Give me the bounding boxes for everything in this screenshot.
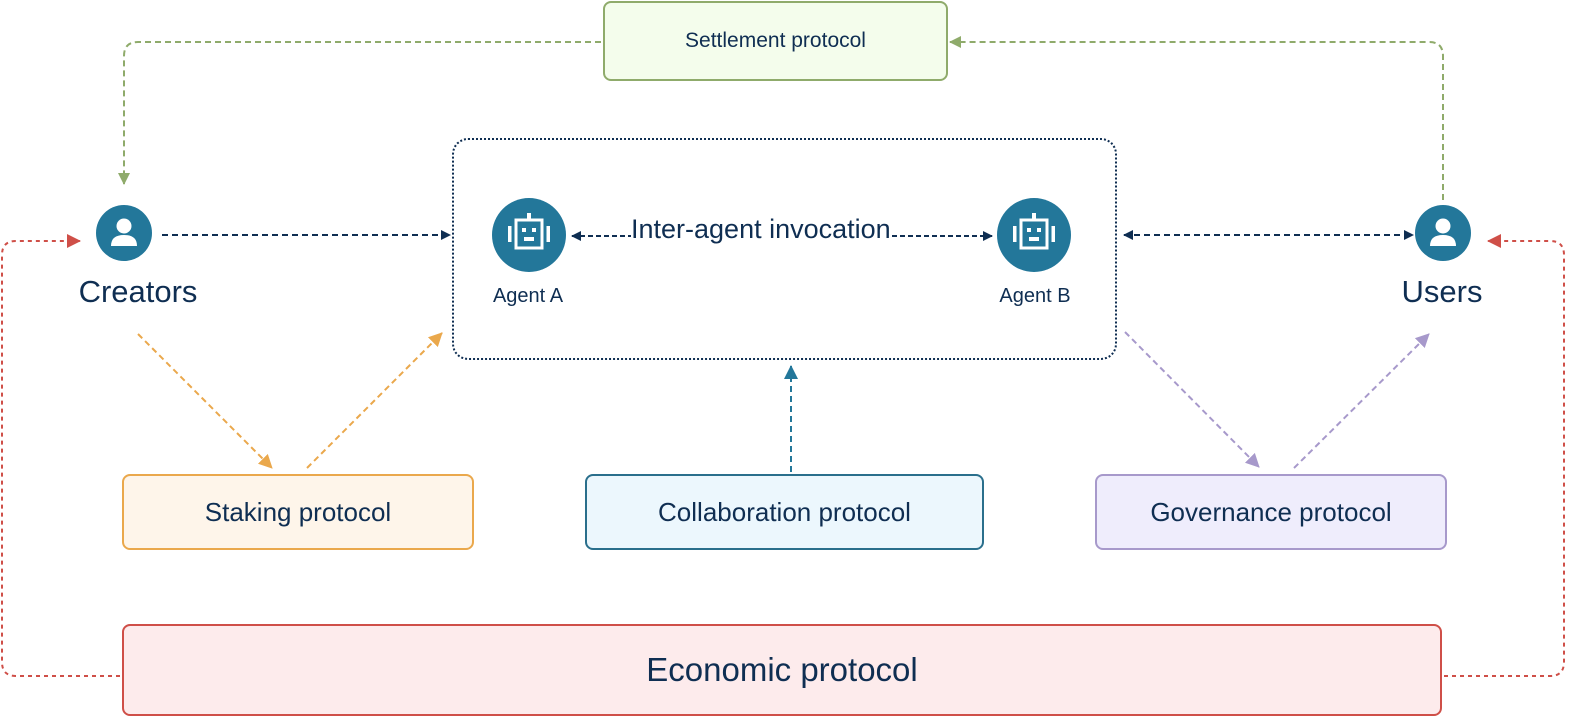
edge-settlement-to-creators [118, 41, 601, 185]
edge-creators-to-staking [137, 333, 273, 469]
staking-protocol-box[interactable]: Staking protocol [122, 474, 474, 550]
user-icon [111, 218, 137, 246]
agent-a-node[interactable] [492, 198, 566, 272]
edge-governance-to-users [1293, 333, 1430, 469]
economic-protocol-label: Economic protocol [646, 651, 918, 688]
governance-protocol-label: Governance protocol [1150, 496, 1392, 527]
edge-staking-to-agents [306, 332, 443, 469]
collaboration-protocol-label: Collaboration protocol [658, 496, 911, 527]
settlement-protocol-label: Settlement protocol [685, 29, 866, 52]
creators-node[interactable] [96, 205, 152, 261]
edge-agents-to-governance [1124, 331, 1260, 468]
agent-a-label: Agent A [492, 285, 564, 307]
user-icon [1430, 218, 1456, 246]
agent-b-label: Agent B [999, 285, 1071, 307]
settlement-protocol-box[interactable]: Settlement protocol [603, 1, 948, 81]
robot-icon [508, 213, 550, 250]
users-label: Users [1401, 274, 1483, 309]
governance-protocol-box[interactable]: Governance protocol [1095, 474, 1447, 550]
creators-label: Creators [78, 274, 198, 309]
users-node[interactable] [1415, 205, 1471, 261]
collaboration-protocol-box[interactable]: Collaboration protocol [585, 474, 984, 550]
edge-users-to-settlement [949, 36, 1444, 200]
agent-b-node[interactable] [997, 198, 1071, 272]
agent-group [452, 138, 1117, 360]
robot-icon [1013, 213, 1055, 250]
economic-protocol-box[interactable]: Economic protocol [122, 624, 1442, 716]
edge-economic-to-creators [1, 234, 120, 677]
inter-agent-invocation-label: Inter-agent invocation [631, 214, 891, 245]
staking-protocol-label: Staking protocol [204, 496, 392, 527]
edge-economic-to-users [1444, 234, 1565, 677]
